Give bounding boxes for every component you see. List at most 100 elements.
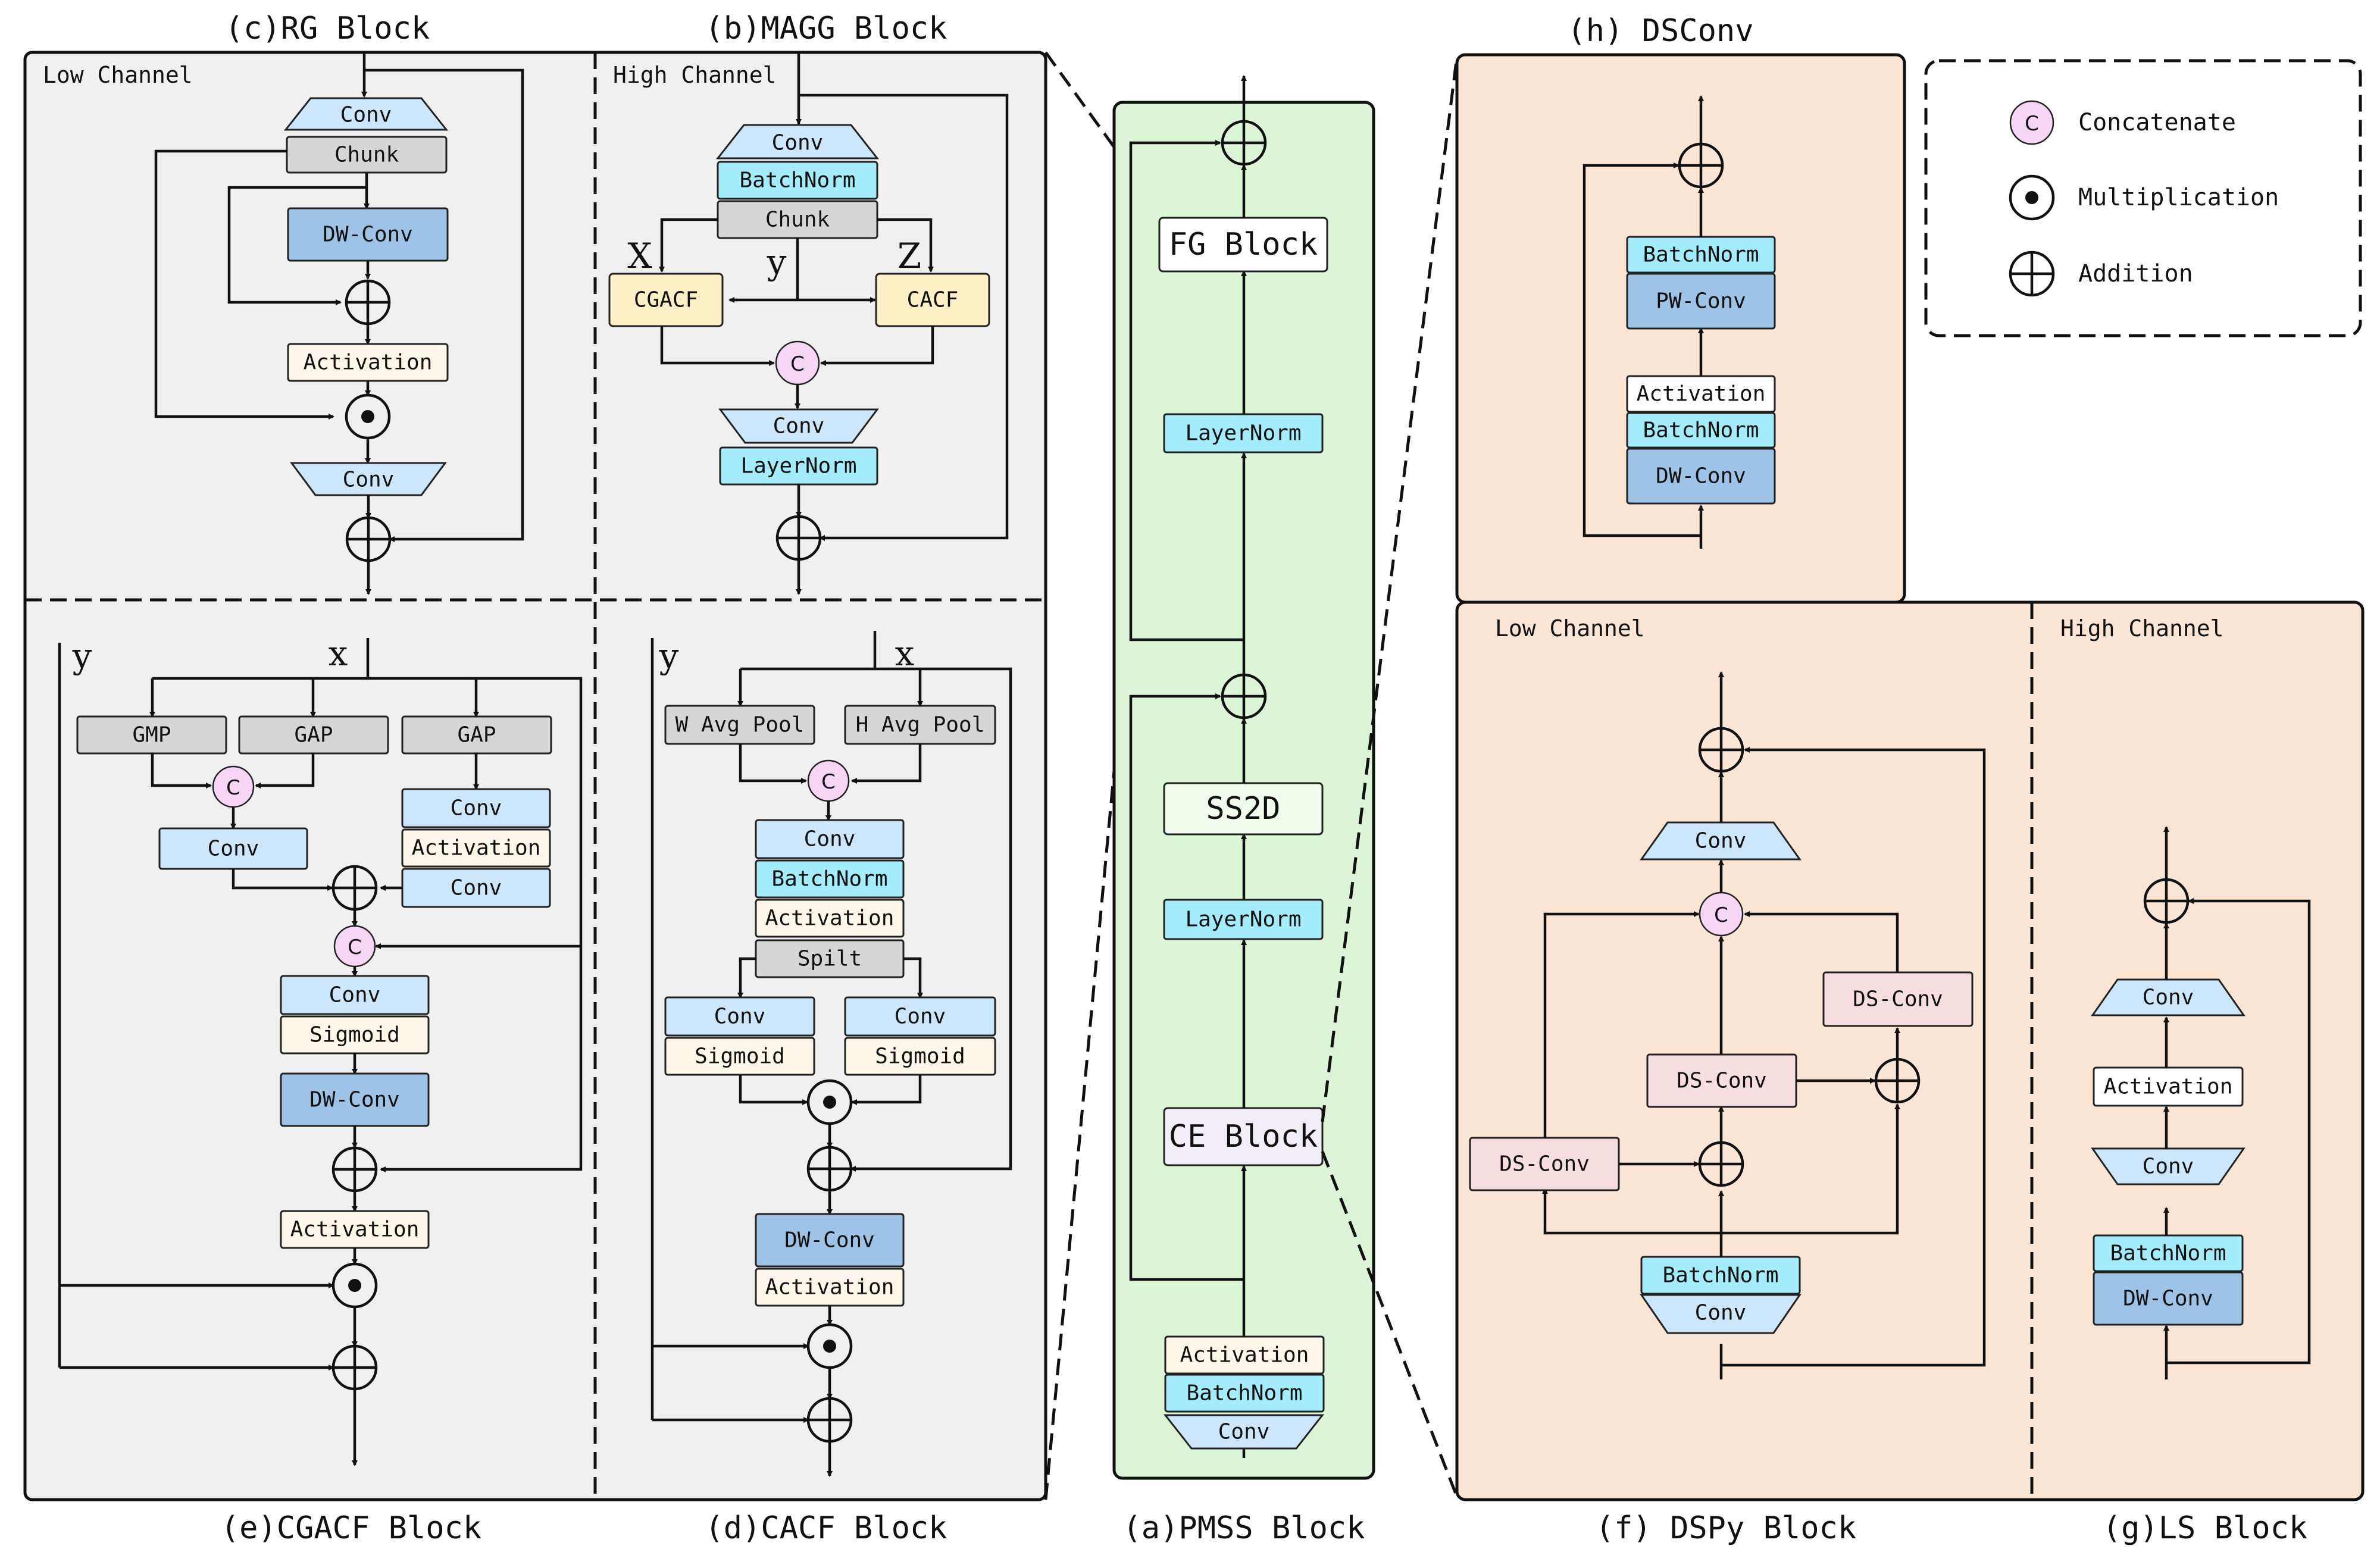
cgacf-block: y x GMP GAP GAP C Conv Conv Activation C… bbox=[58, 633, 583, 1466]
concat-symbol: C bbox=[1714, 903, 1728, 927]
title-magg-block: (b)MAGG Block bbox=[705, 11, 947, 46]
conv-box bbox=[755, 819, 905, 859]
add-icon bbox=[331, 1146, 378, 1193]
add-icon bbox=[2143, 878, 2190, 924]
conv-label: Conv bbox=[329, 983, 381, 1008]
add-icon bbox=[806, 1146, 853, 1192]
var-x-lower: x bbox=[329, 633, 348, 674]
section-high-channel: High Channel bbox=[613, 62, 777, 88]
cacf-label: CACF bbox=[907, 288, 959, 312]
batchnorm-label: BatchNorm bbox=[1643, 243, 1759, 267]
concat-icon: C bbox=[333, 925, 376, 968]
zoom-line bbox=[1044, 51, 1165, 217]
conv-box bbox=[401, 788, 551, 828]
conv-label: Conv bbox=[451, 876, 502, 900]
pmss-block: Conv BatchNorm Activation CE Block Layer… bbox=[1112, 75, 1375, 1480]
dsconv-block: DW-Conv BatchNorm Activation PW-Conv Bat… bbox=[1455, 53, 1906, 604]
activation-label: Activation bbox=[1637, 382, 1766, 406]
activation-label: Activation bbox=[2104, 1075, 2233, 1099]
cgacf-label: CGACF bbox=[634, 288, 698, 312]
batchnorm-box bbox=[1626, 412, 1776, 449]
conv-trapezoid-down bbox=[718, 408, 879, 444]
zoom-line bbox=[1321, 56, 1459, 1122]
conv-label: Conv bbox=[2143, 985, 2194, 1010]
dwconv-box bbox=[1626, 448, 1776, 505]
conv-trapezoid bbox=[2091, 978, 2245, 1016]
var-x-lower: x bbox=[895, 633, 915, 674]
activation-label: Activation bbox=[304, 351, 433, 375]
activation-label: Activation bbox=[412, 836, 541, 861]
multiply-icon bbox=[2009, 174, 2055, 221]
dwconv-label: DW-Conv bbox=[309, 1088, 400, 1112]
batchnorm-label: BatchNorm bbox=[771, 867, 887, 891]
conv-label: Conv bbox=[340, 103, 392, 127]
conv-box bbox=[280, 975, 430, 1015]
concat-icon: C bbox=[775, 340, 820, 386]
gmp-label: GMP bbox=[132, 723, 171, 747]
batchnorm-label: BatchNorm bbox=[1643, 418, 1759, 443]
ls-block: DW-Conv BatchNorm Conv Activation Conv bbox=[2091, 826, 2311, 1379]
dwconv-label: DW-Conv bbox=[1656, 464, 1746, 489]
conv-trapezoid-down bbox=[1640, 1294, 1802, 1334]
batchnorm-label: BatchNorm bbox=[2110, 1241, 2226, 1266]
concat-symbol: C bbox=[821, 770, 836, 794]
add-icon bbox=[2009, 251, 2055, 297]
sigmoid-label: Sigmoid bbox=[875, 1044, 965, 1069]
dwconv-label: DW-Conv bbox=[2123, 1287, 2213, 1311]
batchnorm-box bbox=[1164, 1373, 1325, 1413]
activation-label: Activation bbox=[765, 1275, 895, 1300]
conv-label: Conv bbox=[1695, 1301, 1747, 1325]
add-icon bbox=[775, 515, 822, 561]
dsconv-label: DS-Conv bbox=[1499, 1152, 1590, 1177]
batchnorm-label: BatchNorm bbox=[1662, 1263, 1778, 1288]
gap-label: GAP bbox=[294, 723, 333, 747]
var-y-lower: y bbox=[659, 636, 679, 676]
add-icon bbox=[331, 1344, 378, 1391]
section-low-channel: Low Channel bbox=[1495, 615, 1645, 642]
conv-trapezoid-down bbox=[2091, 1147, 2245, 1185]
dwconv-box bbox=[2093, 1271, 2244, 1326]
conv-label: Conv bbox=[208, 837, 259, 861]
section-high-channel: High Channel bbox=[2060, 615, 2224, 642]
dspy-block: Conv BatchNorm DS-Conv DS-Conv DS-Conv C… bbox=[1469, 671, 1986, 1379]
concat-symbol: C bbox=[790, 352, 805, 376]
batchnorm-label: BatchNorm bbox=[739, 168, 855, 193]
concat-symbol: C bbox=[2025, 112, 2039, 136]
sigmoid-label: Sigmoid bbox=[309, 1023, 400, 1047]
ss2d-label: SS2D bbox=[1206, 791, 1280, 827]
title-pmss-block: (a)PMSS Block bbox=[1123, 1510, 1365, 1546]
title-ls-block: (g)LS Block bbox=[2103, 1510, 2307, 1546]
conv-trapezoid-down bbox=[1163, 1414, 1325, 1450]
ce-block-label: CE Block bbox=[1169, 1119, 1318, 1154]
section-low-channel: Low Channel bbox=[43, 62, 193, 88]
zoom-line bbox=[1321, 1151, 1459, 1497]
conv-trapezoid-down bbox=[290, 462, 447, 496]
var-x: X bbox=[627, 236, 652, 276]
concat-icon: C bbox=[1699, 891, 1744, 937]
dwconv-label: DW-Conv bbox=[323, 223, 413, 247]
chunk-label: Chunk bbox=[765, 208, 830, 232]
gap-label: GAP bbox=[457, 723, 496, 747]
layernorm-label: LayerNorm bbox=[1185, 421, 1301, 446]
dwconv-box bbox=[755, 1213, 905, 1268]
layernorm-label: LayerNorm bbox=[740, 454, 856, 478]
var-y: y bbox=[767, 242, 787, 282]
concat-icon: C bbox=[807, 759, 850, 802]
activation-label: Activation bbox=[290, 1218, 420, 1242]
cacf-block: y x W Avg Pool H Avg Pool C Conv BatchNo… bbox=[650, 631, 1012, 1477]
title-cacf-block: (d)CACF Block bbox=[705, 1510, 947, 1546]
activation-box bbox=[401, 828, 551, 868]
add-icon bbox=[345, 279, 391, 326]
concat-icon: C bbox=[2009, 100, 2054, 145]
conv-label: Conv bbox=[714, 1005, 766, 1029]
pwconv-label: PW-Conv bbox=[1656, 289, 1746, 314]
batchnorm-box bbox=[2093, 1234, 2244, 1272]
fg-block-label: FG Block bbox=[1169, 227, 1318, 262]
legend-addition: Addition bbox=[2078, 260, 2193, 287]
dsconv-label: DS-Conv bbox=[1677, 1069, 1767, 1093]
legend-multiplication: Multiplication bbox=[2078, 184, 2279, 211]
conv-trapezoid bbox=[1640, 821, 1802, 861]
conv-label: Conv bbox=[1695, 829, 1747, 853]
title-cgacf-block: (e)CGACF Block bbox=[221, 1510, 481, 1546]
